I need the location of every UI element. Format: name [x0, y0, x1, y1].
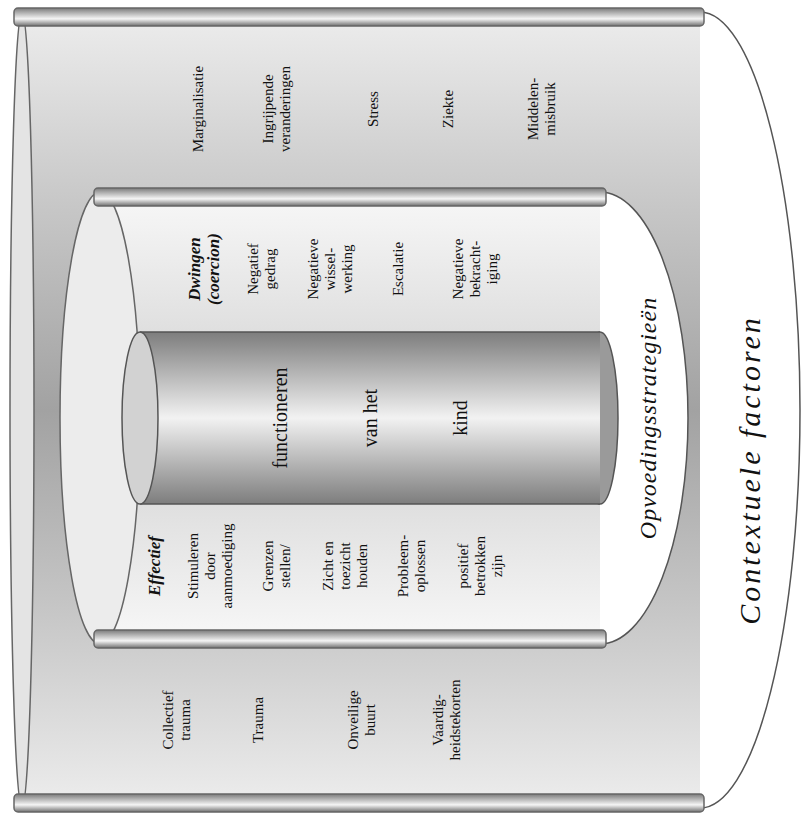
strategy-label: positief betrokken zijn	[455, 536, 506, 596]
text-line: Middelen-	[525, 78, 542, 140]
factor-label: Trauma	[250, 697, 267, 743]
strategy-label: Negatieve wissel- werking	[305, 239, 356, 300]
text-line: Negatieve	[450, 239, 467, 300]
text-line: Stimuleren	[185, 524, 202, 609]
factor-label: Collectief trauma	[160, 690, 194, 749]
text-line: toezicht	[337, 541, 354, 591]
text-line: gedrag	[262, 243, 279, 295]
text-line: aanmoediging	[219, 524, 236, 609]
factor-label: Onveilige buurt	[345, 690, 379, 749]
text-line: werking	[339, 239, 356, 300]
cylinder-rim	[14, 794, 704, 812]
inner-cylinder: functioneren van het kind	[120, 332, 620, 504]
text-line: van het	[325, 367, 415, 468]
text-line: Stress	[365, 91, 382, 127]
factor-label: Marginalisatie	[190, 66, 207, 152]
factor-label: Vaardig- heidstekorten	[430, 680, 464, 761]
cylinder-title: Contextuele factoren	[733, 315, 767, 625]
text-line: veranderingen	[277, 66, 294, 152]
child-label: functioneren van het kind	[235, 367, 505, 468]
text-line: Trauma	[250, 697, 267, 743]
cylinder-edge	[140, 331, 600, 333]
text-line: door	[202, 524, 219, 609]
cylinder-rim	[94, 630, 606, 648]
cylinder-top	[122, 332, 158, 504]
text-line: kind	[415, 367, 505, 468]
text-line: zijn	[489, 536, 506, 596]
text-line: trauma	[177, 690, 194, 749]
text-line: Probleem-	[395, 535, 412, 597]
factor-label: Stress	[365, 91, 382, 127]
cylinder-body	[100, 192, 600, 644]
text-line: oplossen	[412, 535, 429, 597]
text-line: positief	[455, 536, 472, 596]
factor-label: Ziekte	[440, 90, 457, 128]
strategy-label: Grenzen stellen/	[260, 541, 294, 592]
strategy-heading: Effectief	[145, 536, 164, 596]
cylinder-rim	[14, 8, 704, 26]
text-line: Effectief	[145, 536, 164, 596]
text-line: Vaardig-	[430, 680, 447, 761]
text-line: Marginalisatie	[190, 66, 207, 152]
cylinder-body	[140, 332, 600, 504]
text-line: Ziekte	[440, 90, 457, 128]
strategy-label: Probleem- oplossen	[395, 535, 429, 597]
text-line: Dwingen	[185, 233, 204, 305]
text-line: betrokken	[472, 536, 489, 596]
text-line: buurt	[362, 690, 379, 749]
factor-label: Ingrijpende veranderingen	[260, 66, 294, 152]
text-line: houden	[354, 541, 371, 591]
text-line: (coercion)	[204, 233, 223, 305]
text-line: functioneren	[235, 367, 325, 468]
text-line: Contextuele factoren	[733, 315, 767, 625]
text-line: Negatieve	[305, 239, 322, 300]
text-line: Onveilige	[345, 690, 362, 749]
text-line: stellen/	[277, 541, 294, 592]
cylinder-rim	[94, 188, 606, 206]
text-line: Escalatie	[390, 242, 407, 296]
cylinder-edge	[140, 503, 600, 505]
cylinder-top	[10, 12, 34, 808]
cylinder-title: Opvoedingsstrategieën	[634, 297, 662, 539]
text-line: wissel-	[322, 239, 339, 300]
text-line: Zicht en	[320, 541, 337, 591]
cylinder-body	[22, 12, 700, 808]
strategy-label: Escalatie	[390, 242, 407, 296]
middle-cylinder: OpvoedingsstrategieënEffectief Stimuleren…	[60, 192, 690, 644]
strategy-label: Zicht en toezicht houden	[320, 541, 371, 591]
text-line: Opvoedingsstrategieën	[634, 297, 662, 539]
strategy-label: Stimuleren door aanmoediging	[185, 524, 236, 609]
text-line: Collectief	[160, 690, 177, 749]
text-line: Ingrijpende	[260, 66, 277, 152]
factor-label: Middelen- misbruik	[525, 78, 559, 140]
strategy-label: Negatieve bekracht- iging	[450, 239, 501, 300]
strategy-heading: Dwingen (coercion)	[185, 233, 223, 305]
text-line: Negatief	[245, 243, 262, 295]
text-line: Grenzen	[260, 541, 277, 592]
text-line: misbruik	[542, 78, 559, 140]
text-line: iging	[484, 239, 501, 300]
text-line: bekracht-	[467, 239, 484, 300]
strategy-label: Negatief gedrag	[245, 243, 279, 295]
text-line: heidstekorten	[447, 680, 464, 761]
